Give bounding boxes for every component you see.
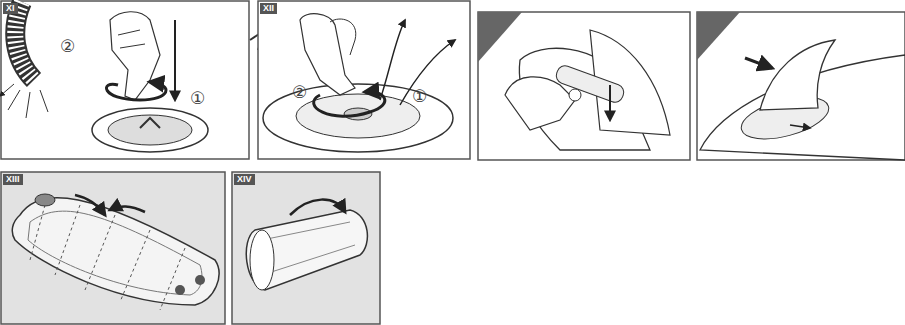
- panel-fin-insert: [478, 12, 690, 160]
- panel-number: XI: [3, 3, 18, 14]
- panel-deflate-hose: [0, 1, 265, 159]
- panel-number: XIV: [234, 174, 255, 185]
- callout-number: ②: [60, 38, 75, 55]
- callout-number: ②: [292, 84, 307, 101]
- callout-number: ①: [412, 88, 427, 105]
- panel-fin-locked: [697, 12, 905, 160]
- panel-roll-board: [1, 172, 225, 324]
- panel-number: XIII: [3, 174, 23, 185]
- callout-number: ①: [190, 90, 205, 107]
- panel-number: XII: [260, 3, 277, 14]
- panel-rolled-board: [232, 172, 380, 324]
- panel-close-valve: [258, 1, 470, 159]
